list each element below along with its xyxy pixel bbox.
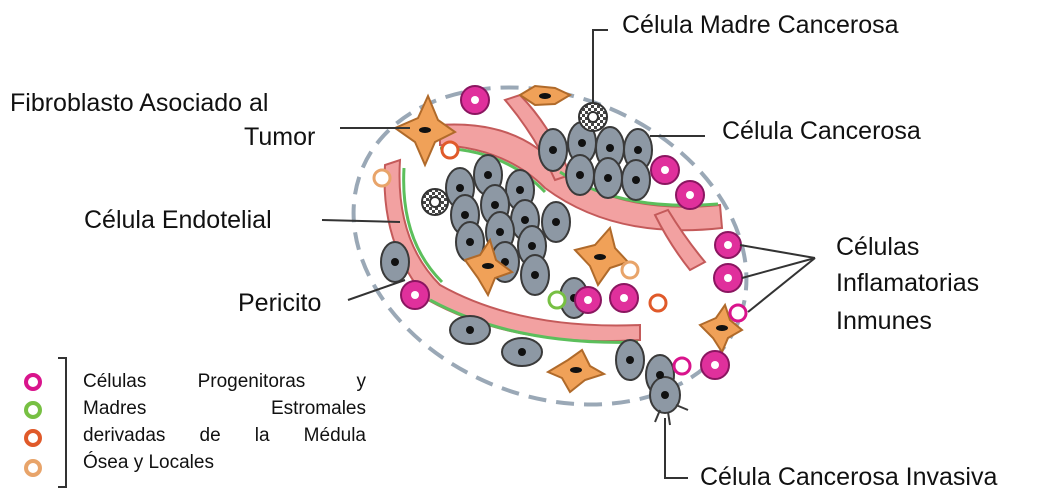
label-invasive-cancer-cell: Célula Cancerosa Invasiva	[700, 462, 997, 492]
label-cancer-stem-cell: Célula Madre Cancerosa	[622, 10, 899, 40]
legend-line: Madres Estromales	[83, 395, 366, 422]
legend-marker-red	[26, 431, 40, 445]
legend-marker-green	[26, 403, 40, 417]
fibroblasts	[395, 86, 742, 392]
label-cancer-cell: Célula Cancerosa	[722, 116, 921, 146]
pointer-cancer-stem-cell	[593, 30, 608, 104]
label-immune-line1: Células	[836, 232, 919, 262]
legend-markers	[26, 375, 40, 475]
pointer-invasive	[665, 418, 688, 478]
legend-line: Células Progenitoras y	[83, 368, 366, 395]
label-immune-line3: Inmunes	[836, 306, 932, 336]
pointer-immune-1	[740, 245, 815, 258]
pointer-immune-3	[748, 258, 815, 312]
legend-bracket	[58, 358, 66, 487]
legend-line: Ósea y Locales	[83, 449, 366, 476]
legend-line: derivadas de la Médula	[83, 422, 366, 449]
label-pericyte: Pericito	[238, 288, 321, 318]
label-immune-line2: Inflamatorias	[836, 268, 979, 298]
label-caf-line1: Fibroblasto Asociado al	[10, 88, 268, 118]
legend: Células Progenitoras y Madres Estromales…	[83, 368, 366, 476]
pointer-pericyte	[348, 280, 405, 300]
label-endothelial-cell: Célula Endotelial	[84, 205, 272, 235]
legend-marker-orange	[26, 461, 40, 475]
label-caf-line2: Tumor	[244, 122, 315, 152]
legend-marker-pink	[26, 375, 40, 389]
